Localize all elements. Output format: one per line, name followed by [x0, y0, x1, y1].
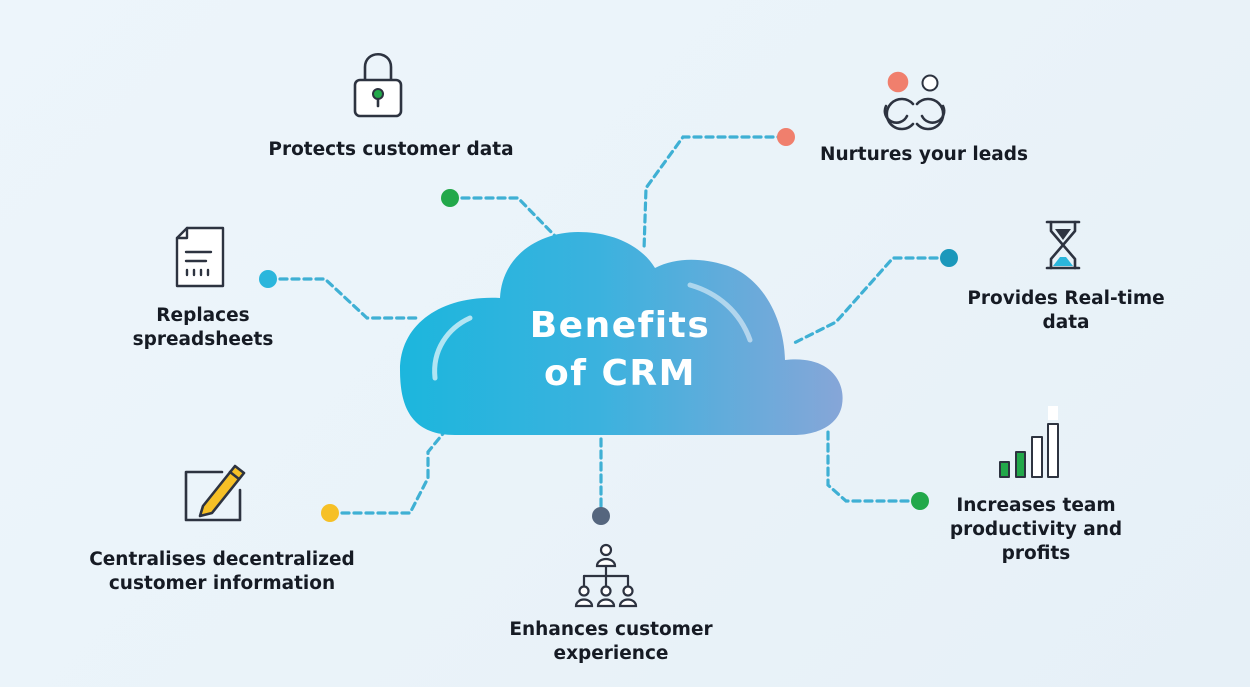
cloud-highlight-right: [687, 282, 753, 343]
dot-realtime: [940, 249, 958, 267]
benefit-realtime-label: Provides Real-time data: [967, 288, 1165, 333]
dot-experience: [592, 507, 610, 525]
hourglass-icon: [1045, 220, 1081, 270]
dot-spreadsheets: [259, 270, 277, 288]
connector-spreadsheets: [266, 277, 420, 320]
lead-nurturing-icon: [883, 71, 946, 131]
benefit-protects-label: Protects customer data: [268, 139, 514, 160]
connector-nurtures: [642, 135, 787, 252]
connectors: [266, 135, 951, 518]
dot-protects: [441, 189, 459, 207]
cloud-shape: [400, 232, 843, 435]
connector-realtime: [790, 256, 951, 346]
bar-chart-icon: [999, 406, 1059, 478]
benefit-productivity-label: Increases team productivity and profits: [949, 495, 1123, 564]
benefit-centralises-label: Centralises decentralized customer infor…: [89, 549, 355, 594]
dot-nurtures: [777, 128, 795, 146]
benefit-spreadsheets-label: Replaces spreadsheets: [132, 305, 274, 350]
cloud-highlight-left: [432, 315, 473, 381]
diagram-title: Benefits of CRM: [529, 305, 711, 394]
document-icon: [175, 226, 225, 288]
connector-protects: [448, 196, 559, 240]
dot-centralises: [321, 504, 339, 522]
padlock-icon: [353, 52, 403, 118]
benefit-nurtures-label: Nurtures your leads: [819, 144, 1029, 165]
connector-dots: [259, 128, 958, 525]
benefit-experience-label: Enhances customer experience: [509, 619, 713, 664]
crm-cloud: [400, 232, 843, 435]
org-chart-icon: [574, 543, 638, 608]
connector-centralises: [328, 428, 448, 515]
dot-productivity: [911, 492, 929, 510]
connector-productivity: [826, 430, 922, 503]
edit-pencil-icon: [184, 464, 246, 522]
